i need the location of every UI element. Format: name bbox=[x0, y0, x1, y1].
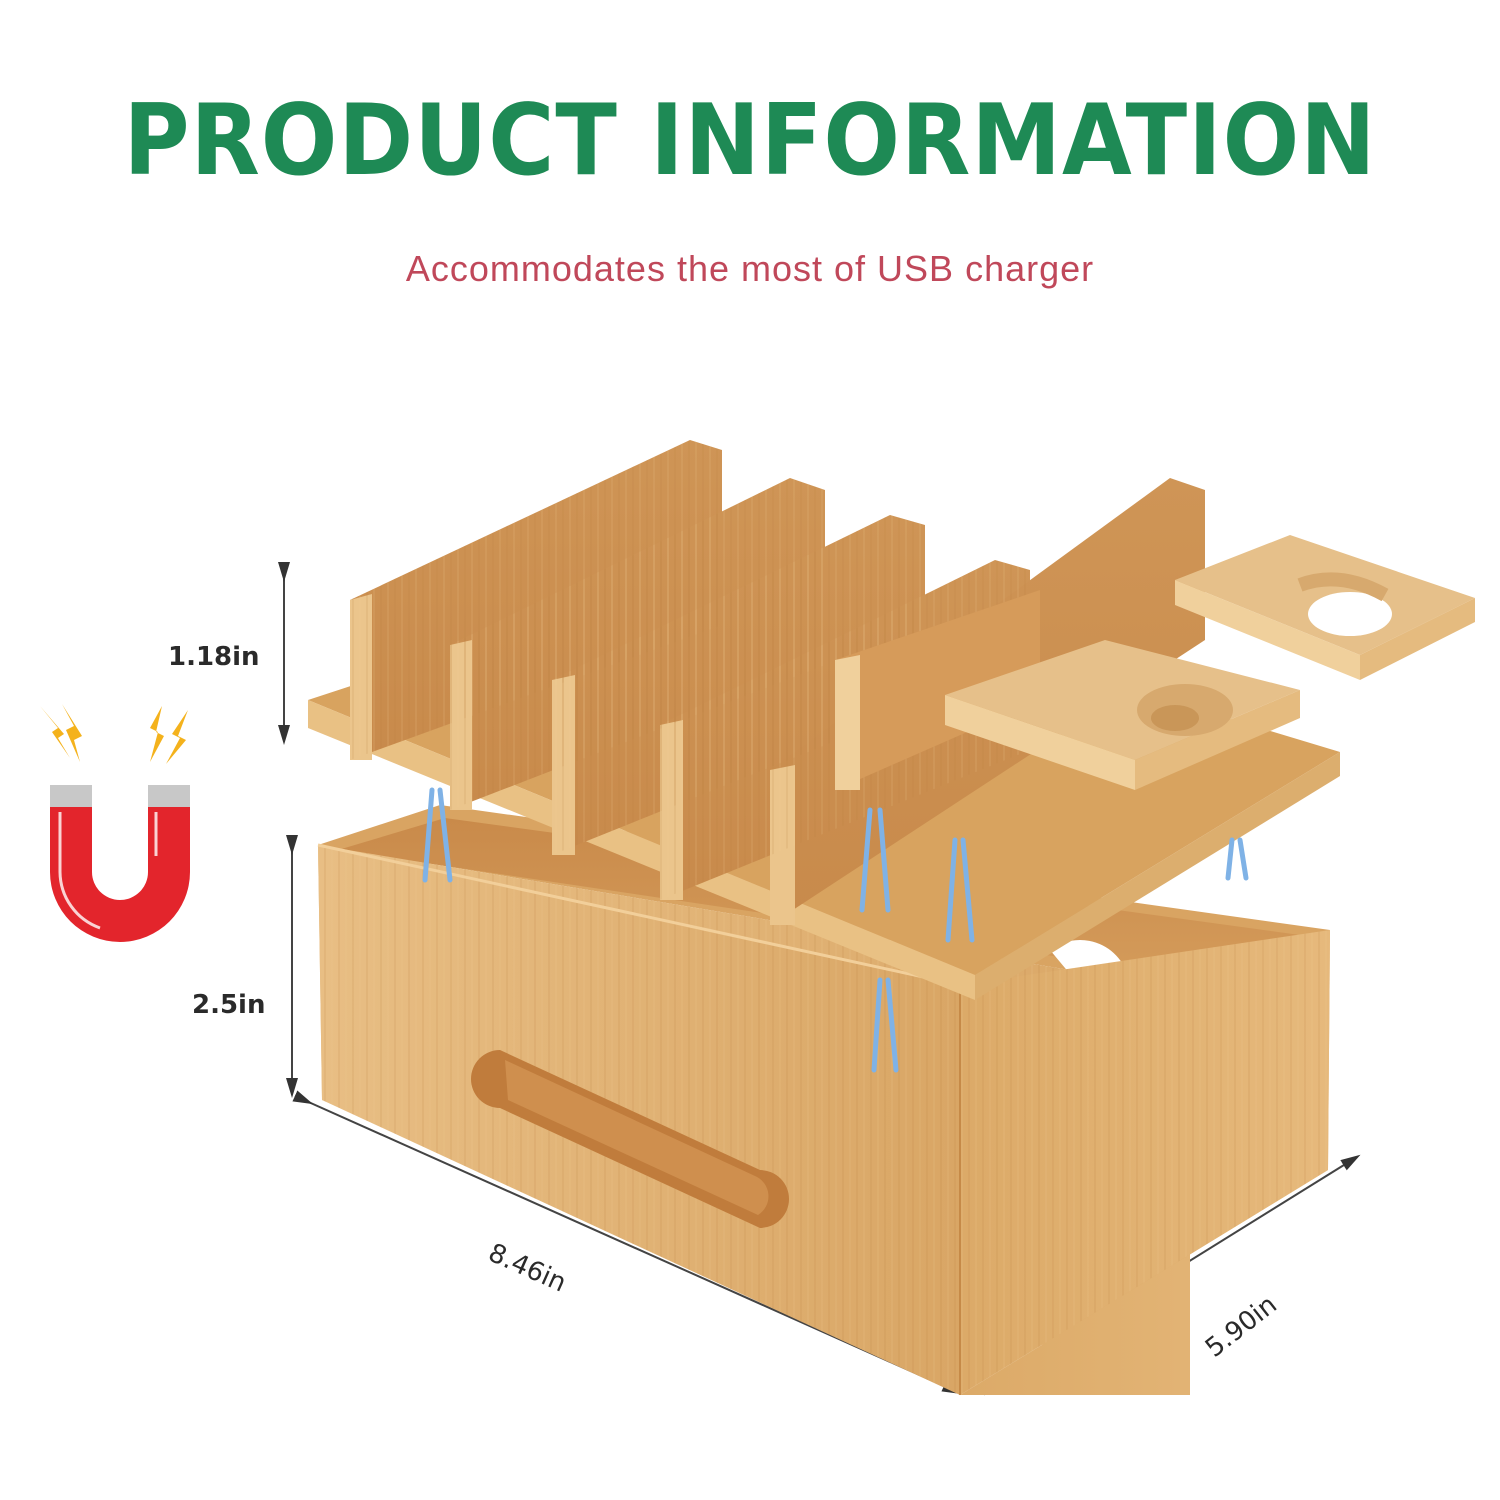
lightning-icon bbox=[40, 704, 188, 764]
page-title: PRODUCT INFORMATION bbox=[123, 84, 1377, 198]
magnet-icon bbox=[40, 704, 190, 942]
accessory-holders bbox=[835, 535, 1475, 790]
page-subtitle: Accommodates the most of USB charger bbox=[405, 248, 1095, 289]
magnet-guide-arrows bbox=[422, 787, 1249, 1073]
dimension-label-top-height: 1.18in bbox=[168, 642, 260, 672]
dimension-label-box-height: 2.5in bbox=[192, 990, 266, 1020]
top-tray bbox=[308, 440, 1475, 1073]
